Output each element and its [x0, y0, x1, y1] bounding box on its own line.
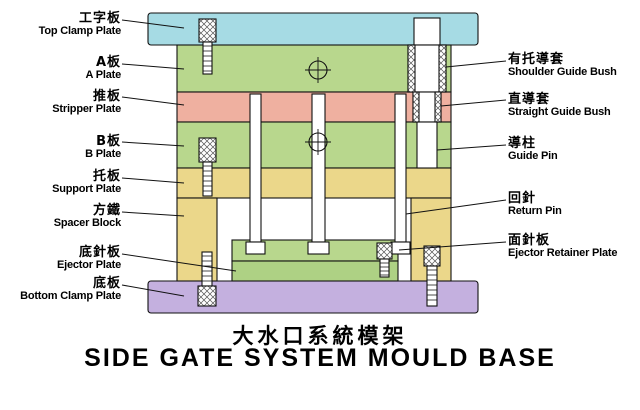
leader-bottom-clamp-plate: [121, 284, 185, 297]
label-stripper-plate-en: Stripper Plate: [52, 103, 121, 115]
label-top-clamp-plate-zh: 工字板: [78, 11, 121, 26]
cap-screw-bottom-left-threads: [202, 255, 212, 282]
ejector-pin-center-head: [307, 241, 330, 255]
cap-screw-top-head: [198, 18, 217, 43]
leader-spacer-block: [121, 211, 185, 217]
leader-lines: [121, 19, 507, 297]
label-spacer-block-en: Spacer Block: [53, 217, 122, 229]
return-pin-right-head: [390, 241, 411, 255]
label-stripper-plate-zh: 推板: [92, 89, 121, 104]
label-straight-guide-bush-en: Straight Guide Bush: [508, 106, 611, 118]
label-a-plate-zh: A板: [95, 55, 121, 70]
screw-hole-b-plate: [305, 129, 331, 155]
label-a-plate-en: A Plate: [85, 69, 122, 81]
label-ejector-retainer-plate-zh: 面針板: [508, 233, 551, 248]
shoulder-guide-bush-head: [413, 17, 441, 46]
return-pin-left-head: [245, 241, 266, 255]
label-ejector-plate: 底針板 Ejector Plate: [0, 246, 121, 272]
label-spacer-block-zh: 方鐵: [92, 203, 121, 218]
title-chinese: 大水口系統模架: [232, 324, 408, 348]
label-spacer-block: 方鐵 Spacer Block: [0, 203, 122, 230]
label-ejector-plate-zh: 底針板: [78, 245, 121, 260]
ejector-pin-center: [311, 93, 326, 243]
leader-guide-pin: [436, 144, 507, 151]
guide-pin: [416, 121, 438, 169]
label-top-clamp-plate: 工字板 Top Clamp Plate: [0, 11, 122, 38]
leader-shoulder-guide-bush: [445, 60, 507, 68]
label-bottom-clamp-plate-en: Bottom Clamp Plate: [20, 290, 121, 302]
leader-straight-guide-bush: [440, 99, 507, 107]
label-stripper-plate: 推板 Stripper Plate: [0, 90, 121, 116]
leader-b-plate: [121, 141, 185, 147]
shoulder-guide-bush-wall-right: [438, 44, 447, 93]
straight-guide-bush-wall-left: [412, 91, 420, 123]
label-support-plate-en: Support Plate: [52, 183, 121, 195]
label-shoulder-guide-bush-en: Shoulder Guide Bush: [508, 66, 617, 78]
cap-screw-top-shaft: [202, 41, 213, 75]
label-ejector-plate-en: Ejector Plate: [56, 259, 121, 271]
cap-screw-ejector-head: [376, 242, 393, 260]
title-english: SIDE GATE SYSTEM MOULD BASE: [84, 344, 556, 372]
cap-screw-ejector-threads: [380, 262, 389, 276]
leader-ejector-plate: [121, 253, 237, 272]
cap-screw-support-head: [198, 137, 217, 163]
label-guide-pin-zh: 導柱: [508, 136, 537, 151]
label-b-plate-zh: B板: [96, 134, 121, 149]
cap-screw-top-threads: [203, 45, 212, 72]
straight-guide-bush-wall-right: [434, 91, 442, 123]
cap-screw-bottom-right-shaft: [426, 265, 438, 307]
ejector-plate: [231, 260, 399, 282]
label-b-plate: B板 B Plate: [0, 135, 121, 161]
leader-ejector-retainer-plate: [398, 241, 507, 251]
label-guide-pin-en: Guide Pin: [508, 150, 558, 162]
label-support-plate: 托板 Support Plate: [0, 170, 121, 196]
label-ejector-retainer-plate-en: Ejector Retainer Plate: [508, 247, 618, 259]
label-return-pin: 回針 Return Pin: [508, 192, 639, 218]
leader-a-plate: [121, 63, 185, 70]
leader-stripper-plate: [121, 96, 185, 106]
leader-top-clamp-plate: [121, 19, 185, 29]
label-guide-pin: 導柱 Guide Pin: [508, 137, 639, 163]
label-straight-guide-bush-zh: 直導套: [508, 92, 551, 107]
cap-screw-support-threads: [203, 165, 212, 192]
label-return-pin-zh: 回針: [508, 191, 537, 206]
label-bottom-clamp-plate-zh: 底板: [92, 276, 121, 291]
label-straight-guide-bush: 直導套 Straight Guide Bush: [508, 93, 639, 119]
return-pin-left: [249, 93, 262, 243]
label-shoulder-guide-bush-zh: 有托導套: [508, 52, 565, 67]
cap-screw-support-shaft: [202, 161, 213, 197]
return-pin-right: [394, 93, 407, 243]
cap-screw-bottom-right-head: [423, 245, 441, 267]
cap-screw-bottom-right-threads: [427, 269, 437, 301]
cap-screw-ejector-shaft: [379, 258, 390, 278]
label-ejector-retainer-plate: 面針板 Ejector Retainer Plate: [508, 234, 639, 260]
label-return-pin-en: Return Pin: [508, 205, 562, 217]
label-top-clamp-plate-en: Top Clamp Plate: [38, 25, 122, 37]
leader-return-pin: [405, 199, 507, 215]
label-shoulder-guide-bush: 有托導套 Shoulder Guide Bush: [508, 53, 639, 79]
leader-support-plate: [121, 177, 185, 184]
label-a-plate: A板 A Plate: [0, 55, 122, 82]
label-b-plate-en: B Plate: [85, 148, 121, 160]
cap-screw-bottom-left-head: [197, 285, 217, 307]
screw-hole-a-plate: [305, 57, 331, 83]
label-support-plate-zh: 托板: [92, 169, 121, 184]
shoulder-guide-bush-wall-left: [407, 44, 416, 93]
label-bottom-clamp-plate: 底板 Bottom Clamp Plate: [0, 277, 121, 303]
